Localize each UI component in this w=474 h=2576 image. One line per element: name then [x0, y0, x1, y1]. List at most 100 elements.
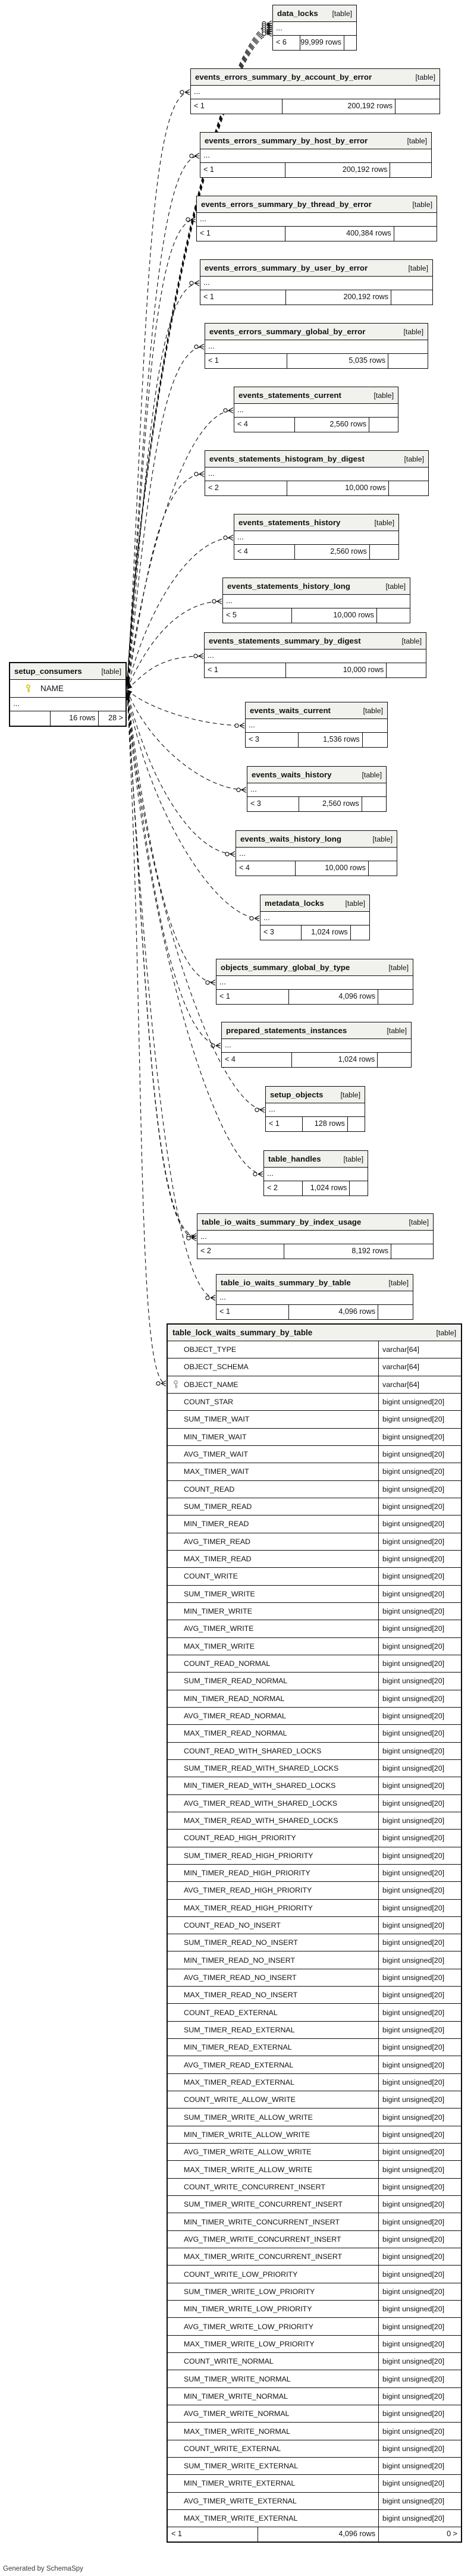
table-header: metadata_locks [table]	[260, 895, 369, 912]
table-name-link[interactable]: events_statements_history	[238, 518, 341, 527]
table-name-link[interactable]: events_statements_current	[238, 391, 341, 400]
column-row: SUM_TIMER_WRITE_NORMAL bigint unsigned[2…	[168, 2370, 461, 2388]
column-type-cell: bigint unsigned[20]	[378, 1899, 461, 1916]
related-table-node[interactable]: prepared_statements_instances [table] ..…	[221, 1022, 412, 1068]
related-table-node[interactable]: metadata_locks [table] ... < 3 1,024 row…	[260, 895, 370, 940]
column-type-cell: bigint unsigned[20]	[378, 1498, 461, 1516]
more-columns-ellipsis: ...	[197, 1231, 433, 1244]
table-footer: < 1 4,096 rows	[216, 1305, 413, 1319]
related-table-node[interactable]: table_io_waits_summary_by_index_usage [t…	[197, 1213, 434, 1259]
column-name-cell: MIN_TIMER_WRITE_EXTERNAL	[168, 2475, 378, 2492]
footer-spacer	[394, 227, 437, 241]
column-name: AVG_TIMER_READ_NO_INSERT	[184, 1973, 297, 1982]
related-table-node[interactable]: events_waits_history [table] ... < 3 2,5…	[247, 766, 387, 812]
footer-spacer	[369, 861, 397, 876]
table-name-link[interactable]: table_lock_waits_summary_by_table	[172, 1328, 313, 1337]
table-name-link[interactable]: events_errors_summary_by_host_by_error	[205, 136, 368, 145]
column-row: SUM_TIMER_READ_NORMAL bigint unsigned[20…	[168, 1673, 461, 1690]
column-name: SUM_TIMER_READ_NORMAL	[184, 1677, 288, 1686]
column-name: MIN_TIMER_WRITE_ALLOW_WRITE	[184, 2130, 310, 2139]
footer-row-count: 400,384 rows	[285, 227, 394, 241]
footer-row-count: 4,096 rows	[289, 990, 378, 1004]
related-table-node[interactable]: objects_summary_global_by_type [table] .…	[216, 959, 413, 1005]
table-node-setup-consumers[interactable]: setup_consumers [table] NAME ... 16 rows…	[9, 662, 127, 727]
footer-spacer	[378, 990, 413, 1004]
column-name: AVG_TIMER_WRITE_LOW_PRIORITY	[184, 2322, 314, 2331]
related-table-node[interactable]: events_statements_history_long [table] .…	[222, 578, 410, 623]
related-table-node[interactable]: data_locks [table] ... < 6 99,999 rows	[272, 5, 357, 51]
column-name: COUNT_READ_NO_INSERT	[184, 1921, 281, 1929]
more-columns-ellipsis: ...	[205, 467, 428, 481]
table-name-link[interactable]: events_waits_history	[252, 770, 332, 779]
table-name-link[interactable]: events_errors_summary_by_account_by_erro…	[195, 73, 372, 81]
column-type-cell: bigint unsigned[20]	[378, 2073, 461, 2091]
column-row: AVG_TIMER_READ_EXTERNAL bigint unsigned[…	[168, 2056, 461, 2074]
table-name-link[interactable]: events_statements_history_long	[227, 582, 350, 591]
column-name: AVG_TIMER_READ_WITH_SHARED_LOCKS	[184, 1799, 337, 1808]
related-table-node[interactable]: events_statements_histogram_by_digest [t…	[205, 450, 429, 496]
column-name-cell: AVG_TIMER_WRITE_NORMAL	[168, 2405, 378, 2422]
table-name-link[interactable]: data_locks	[277, 9, 318, 18]
table-footer: < 6 99,999 rows	[273, 36, 356, 50]
more-columns-ellipsis: ...	[200, 277, 432, 290]
table-name-link[interactable]: events_errors_summary_by_thread_by_error	[201, 200, 372, 209]
related-table-node[interactable]: events_errors_summary_by_thread_by_error…	[196, 196, 437, 241]
column-name-cell: COUNT_READ_HIGH_PRIORITY	[168, 1830, 378, 1846]
table-tag: [table]	[343, 1154, 364, 1163]
footer-spacer	[395, 99, 440, 114]
footer-row-count: 1,024 rows	[292, 1053, 378, 1067]
related-table-node[interactable]: events_errors_summary_by_user_by_error […	[200, 259, 433, 305]
table-footer: < 1 200,192 rows	[200, 290, 432, 305]
table-name-link[interactable]: events_statements_summary_by_digest	[209, 636, 361, 645]
more-columns-ellipsis: ...	[216, 1291, 413, 1305]
related-table-node[interactable]: events_errors_summary_by_account_by_erro…	[190, 68, 440, 114]
table-name-link[interactable]: events_errors_summary_global_by_error	[209, 327, 366, 336]
column-type-cell: varchar[64]	[378, 1358, 461, 1376]
table-name-link[interactable]: objects_summary_global_by_type	[221, 963, 350, 972]
footer-fk-count: < 4	[234, 545, 296, 559]
column-row: MIN_TIMER_WAIT bigint unsigned[20]	[168, 1428, 461, 1446]
related-table-node[interactable]: events_statements_history [table] ... < …	[234, 514, 399, 560]
table-name-link[interactable]: events_waits_current	[250, 706, 331, 715]
related-table-node[interactable]: table_io_waits_summary_by_table [table] …	[216, 1274, 413, 1320]
table-name-link[interactable]: events_statements_histogram_by_digest	[209, 454, 365, 463]
table-header: events_statements_summary_by_digest [tab…	[205, 633, 426, 650]
column-name: MIN_TIMER_WAIT	[184, 1432, 247, 1441]
related-table-node[interactable]: events_waits_current [table] ... < 3 1,5…	[245, 702, 388, 748]
related-table-node[interactable]: table_handles [table] ... < 2 1,024 rows	[263, 1150, 368, 1196]
table-name-link[interactable]: table_handles	[268, 1154, 321, 1163]
column-type-cell: bigint unsigned[20]	[378, 2266, 461, 2283]
column-name: SUM_TIMER_READ_EXTERNAL	[184, 2025, 295, 2034]
column-row: MAX_TIMER_READ_EXTERNAL bigint unsigned[…	[168, 2073, 461, 2092]
table-node-table-lock-waits-summary-by-table[interactable]: table_lock_waits_summary_by_table [table…	[167, 1323, 462, 2543]
column-name: MIN_TIMER_READ_NORMAL	[184, 1694, 285, 1703]
related-table-node[interactable]: setup_objects [table] ... < 1 128 rows	[265, 1086, 365, 1132]
more-columns-ellipsis: ...	[216, 976, 413, 990]
column-name: SUM_TIMER_READ_NO_INSERT	[184, 1938, 298, 1947]
table-name-link[interactable]: prepared_statements_instances	[226, 1026, 347, 1035]
column-row-name: NAME	[10, 680, 125, 698]
table-footer: < 1 5,035 rows	[205, 354, 428, 368]
column-name-cell: MIN_TIMER_WRITE_CONCURRENT_INSERT	[168, 2213, 378, 2230]
table-name-link[interactable]: metadata_locks	[265, 899, 324, 908]
table-name-link[interactable]: table_io_waits_summary_by_index_usage	[202, 1218, 362, 1226]
column-row: OBJECT_SCHEMA varchar[64]	[168, 1358, 461, 1376]
table-tag: [table]	[372, 834, 393, 843]
related-table-node[interactable]: events_waits_history_long [table] ... < …	[236, 830, 397, 876]
table-name-link[interactable]: events_waits_history_long	[240, 834, 341, 843]
column-row: AVG_TIMER_READ bigint unsigned[20]	[168, 1533, 461, 1551]
table-name-link[interactable]: setup_consumers	[14, 667, 82, 676]
more-columns-ellipsis: ...	[197, 213, 437, 227]
table-name-link[interactable]: events_errors_summary_by_user_by_error	[205, 263, 368, 272]
table-name-link[interactable]: setup_objects	[270, 1090, 324, 1099]
related-table-node[interactable]: events_errors_summary_by_host_by_error […	[200, 132, 432, 178]
column-type-cell: bigint unsigned[20]	[378, 2423, 461, 2440]
table-header: events_statements_current [table]	[234, 387, 398, 404]
table-footer: < 5 10,000 rows	[223, 608, 410, 623]
table-name-link[interactable]: table_io_waits_summary_by_table	[221, 1278, 351, 1287]
related-table-node[interactable]: events_statements_summary_by_digest [tab…	[204, 632, 426, 678]
column-name-cell: MIN_TIMER_READ_NO_INSERT	[168, 1951, 378, 1968]
footer-spacer	[344, 36, 356, 50]
related-table-node[interactable]: events_errors_summary_global_by_error [t…	[205, 323, 428, 369]
related-table-node[interactable]: events_statements_current [table] ... < …	[234, 387, 398, 432]
